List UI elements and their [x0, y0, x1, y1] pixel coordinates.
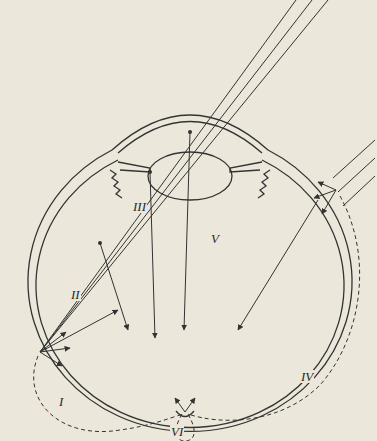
light-rays	[40, 0, 375, 352]
arrow	[184, 132, 190, 330]
iris	[118, 162, 150, 172]
callout-number: IV	[300, 370, 314, 383]
ray	[338, 158, 375, 192]
callout-number: III	[132, 200, 147, 213]
callout-number: VI	[170, 425, 184, 438]
ray	[40, 0, 312, 352]
scatter-arrows	[40, 132, 336, 412]
ciliary-body	[110, 170, 122, 198]
arrow	[238, 200, 318, 330]
dashed-path	[34, 356, 183, 432]
lens	[148, 152, 232, 200]
arrow	[318, 182, 336, 190]
arrow	[322, 190, 336, 214]
eyeball-outline	[28, 115, 352, 431]
dot	[98, 241, 102, 245]
callout-number: II	[70, 288, 81, 301]
dot	[188, 130, 192, 134]
arrow	[175, 398, 185, 412]
ray	[40, 0, 296, 352]
ray	[333, 140, 375, 178]
sclera	[28, 150, 352, 431]
callout-number: I	[58, 395, 64, 408]
dashed-paths	[34, 196, 360, 441]
dashed-path	[188, 196, 360, 420]
arrow	[100, 243, 128, 330]
ciliary-body	[258, 170, 270, 198]
arrow	[314, 190, 336, 198]
dot	[148, 170, 152, 174]
arrow	[40, 310, 118, 352]
ray-dots	[98, 130, 192, 245]
ray	[40, 0, 328, 352]
ray	[343, 176, 375, 206]
arrow	[40, 352, 62, 366]
callout-number: V	[210, 232, 220, 245]
arrow	[185, 398, 195, 412]
arrow	[150, 172, 155, 338]
iris	[230, 162, 262, 172]
